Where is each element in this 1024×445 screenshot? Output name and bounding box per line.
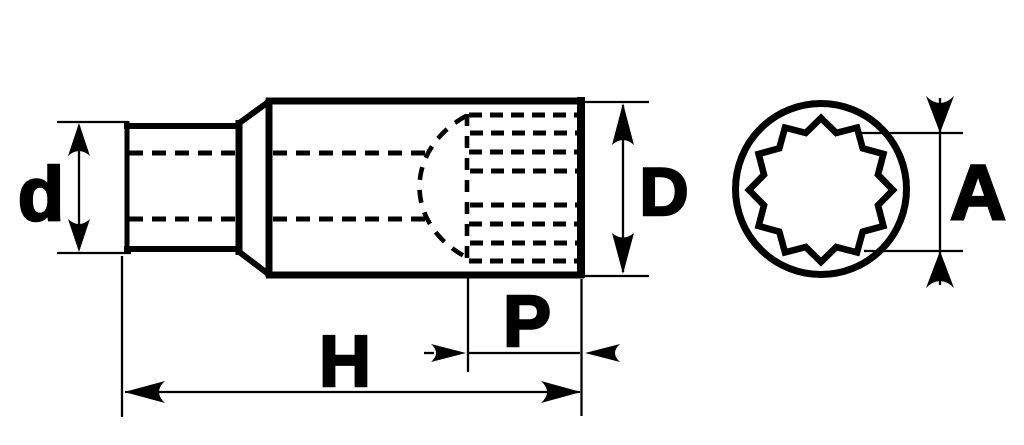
H-label: H: [319, 322, 371, 402]
d-arrowhead-down: [68, 219, 90, 252]
end-view: A: [732, 96, 1007, 288]
H-arrowhead-left: [124, 381, 165, 403]
drive-end-outline: [124, 120, 243, 255]
socket-outer-circle: [732, 100, 910, 278]
d-label: d: [18, 152, 64, 237]
D-arrowhead-down: [612, 233, 634, 274]
dimension-D: D: [585, 100, 690, 278]
D-arrowhead-up: [612, 103, 634, 145]
A-arrowhead-down-pointing: [926, 96, 954, 133]
P-label: P: [503, 282, 551, 362]
side-view: d D H P: [17, 97, 690, 417]
twelve-point-broach-profile: [744, 113, 898, 267]
A-arrowhead-up-pointing: [926, 251, 954, 288]
P-arrowhead-right-pointing: [431, 344, 466, 362]
d-arrowhead-up: [68, 123, 90, 156]
H-arrowhead-right: [541, 381, 581, 403]
socket-body-outline: [265, 97, 585, 279]
dimension-H: H: [120, 256, 583, 417]
cone-transition-hidden-line: [417, 113, 468, 260]
D-label: D: [639, 154, 688, 230]
dimension-A: A: [856, 96, 1007, 288]
A-label: A: [950, 148, 1006, 236]
P-arrowhead-left-pointing: [585, 344, 620, 362]
broach-hidden-lines: [464, 112, 577, 264]
dimension-d: d: [17, 120, 131, 255]
bore-hidden-lines: [129, 150, 429, 222]
dimension-P: P: [424, 278, 620, 372]
